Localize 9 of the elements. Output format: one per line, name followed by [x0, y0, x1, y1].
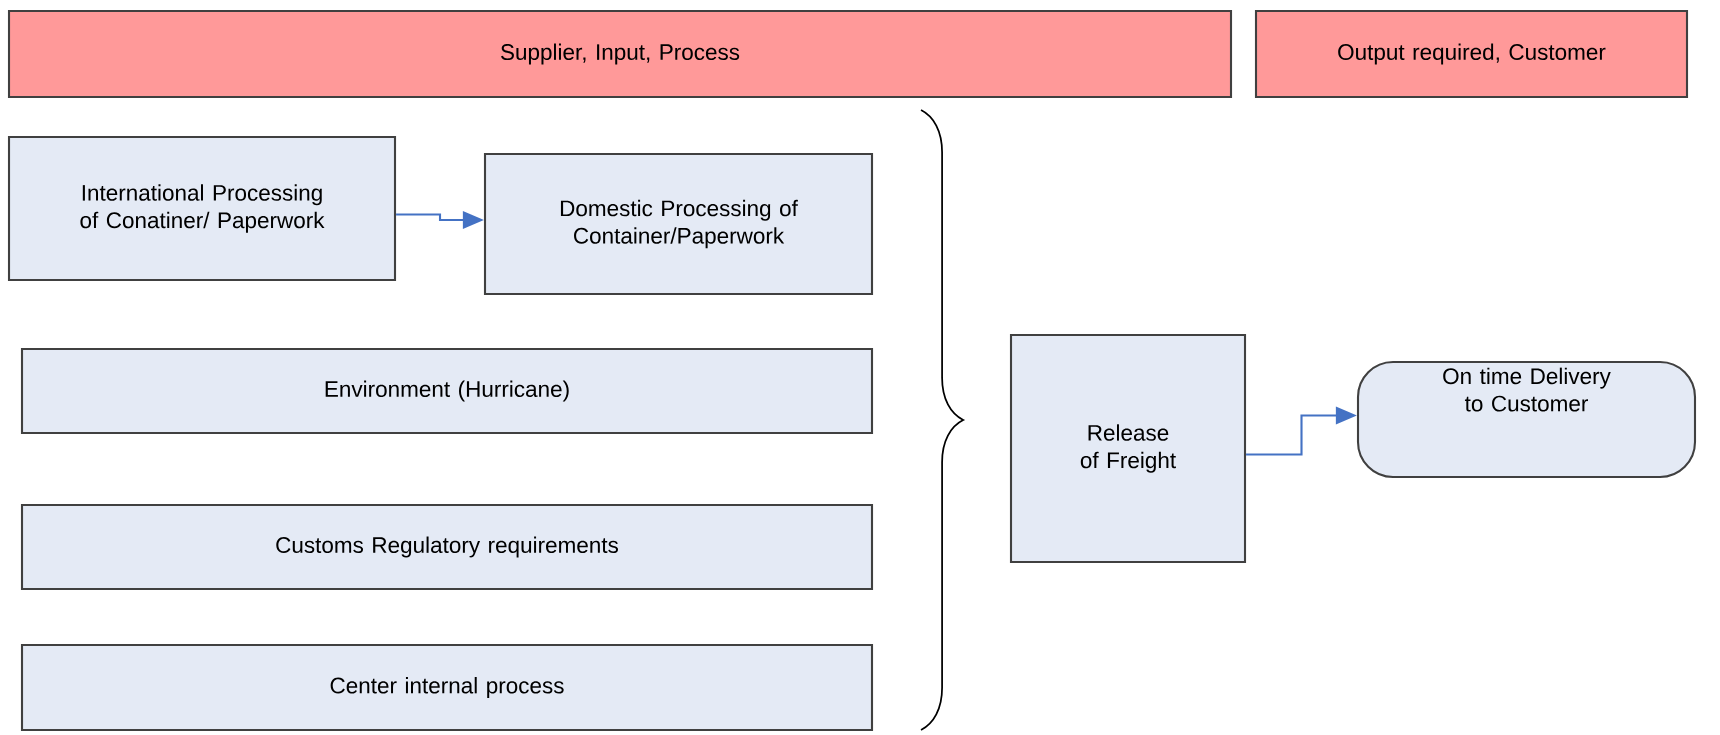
- header-bar: Output required, Customer: [1254, 9, 1689, 99]
- process-box: Domestic Processing of Container/Paperwork: [483, 152, 874, 296]
- process-box: Release of Freight: [1009, 333, 1247, 564]
- process-box: Environment (Hurricane): [20, 347, 874, 435]
- header-bar: Supplier, Input, Process: [7, 9, 1233, 99]
- terminal-box: On time Delivery to Customer: [1356, 360, 1697, 479]
- process-box: International Processing of Conatiner/ Paperwork: [7, 135, 397, 282]
- process-box: Customs Regulatory requirements: [20, 503, 874, 591]
- process-box: Center internal process: [20, 643, 874, 732]
